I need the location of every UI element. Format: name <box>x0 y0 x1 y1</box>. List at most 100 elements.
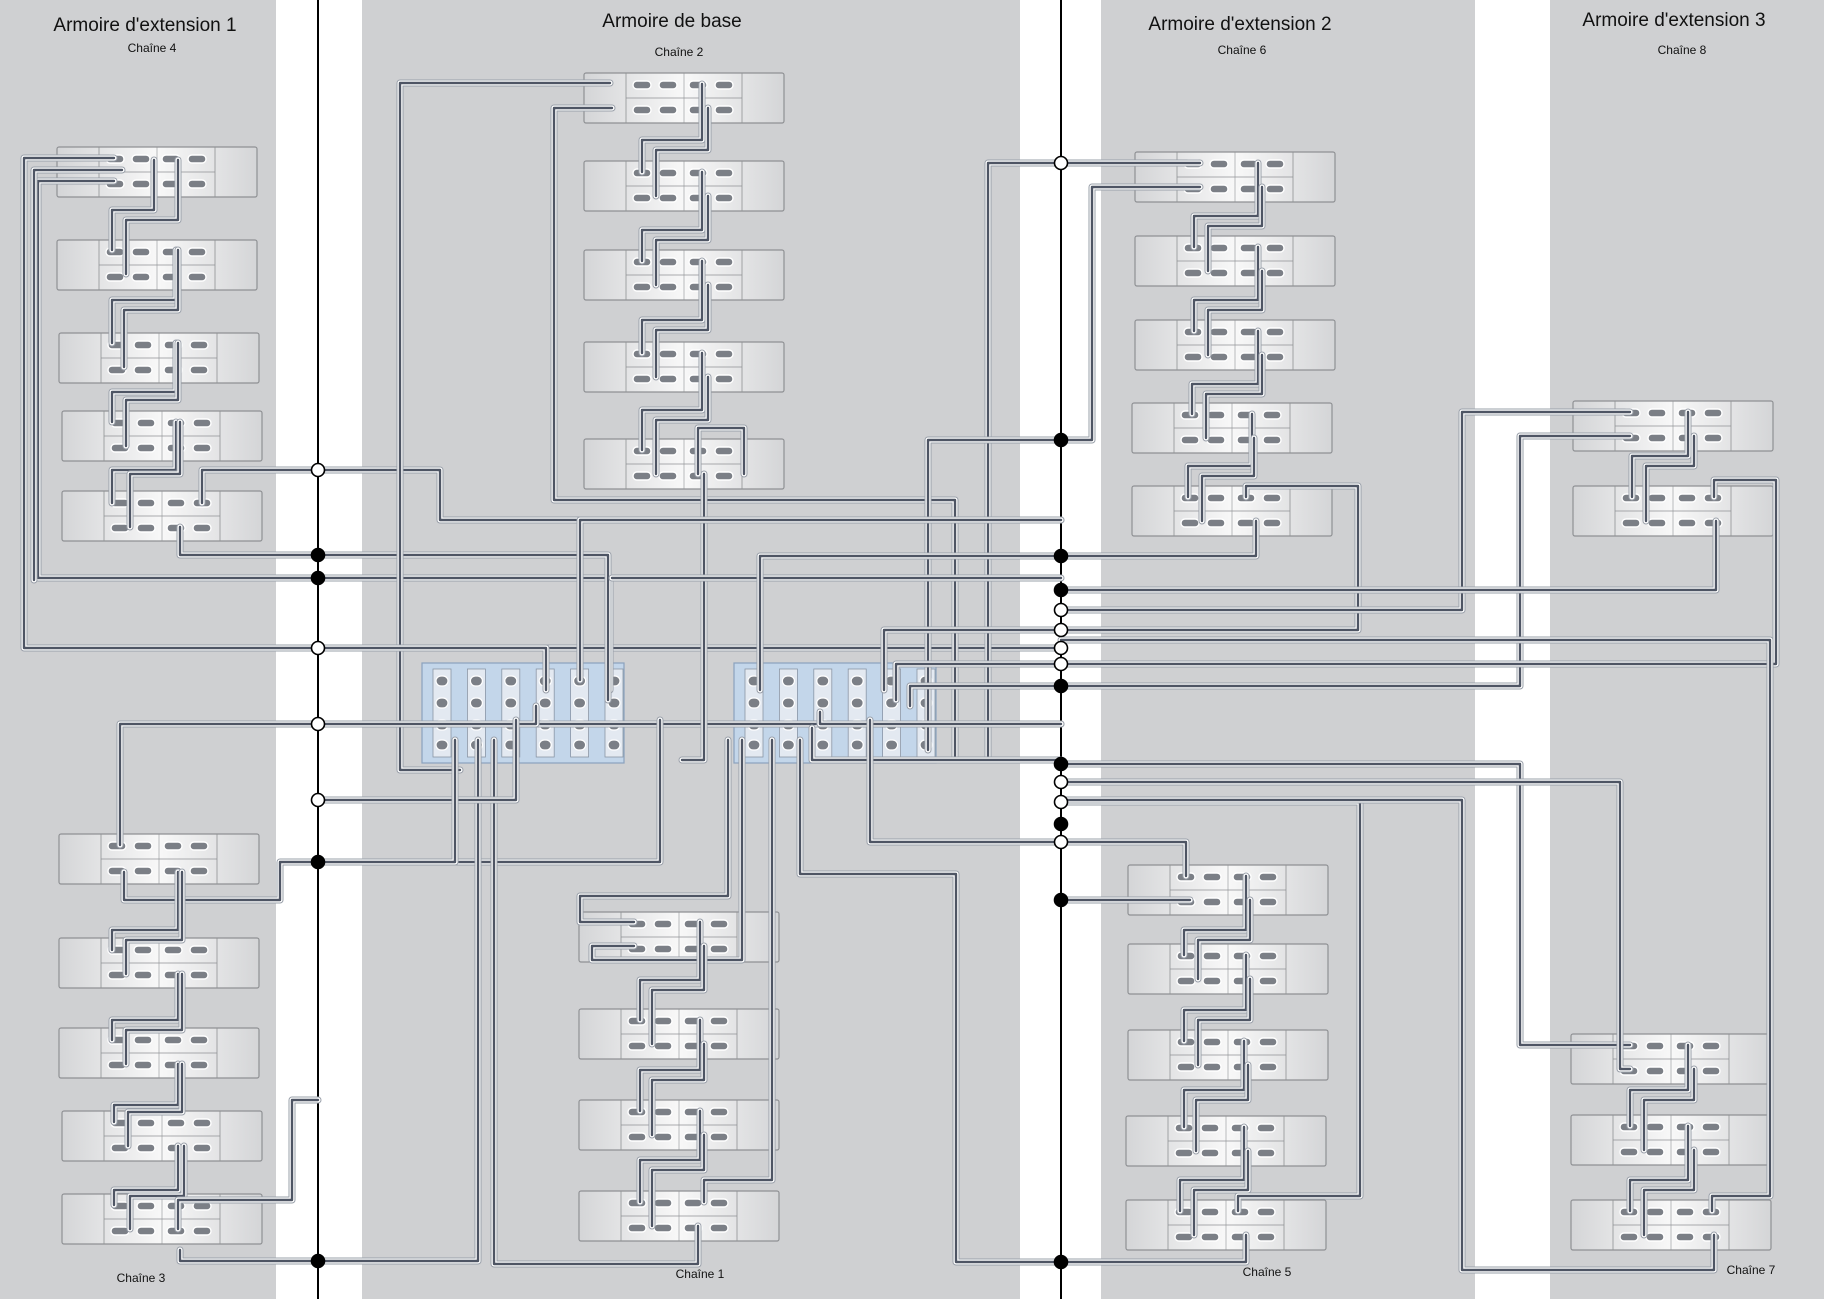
sas-port <box>1180 435 1200 445</box>
disk-shelf-3 <box>58 332 260 384</box>
cable-core <box>122 248 180 369</box>
hba-port <box>435 675 449 687</box>
sas-cable-94 <box>866 716 1065 846</box>
junction-dot-open-5 <box>310 716 326 732</box>
sas-port <box>163 945 183 955</box>
sas-port <box>1645 1122 1665 1132</box>
sas-port <box>714 282 734 292</box>
sas-port <box>192 1143 212 1153</box>
sas-port <box>1645 1207 1665 1217</box>
cabinet-panel-ext2 <box>1101 0 1475 1299</box>
sas-port <box>131 179 151 189</box>
sas-cable-82 <box>1626 1122 1692 1215</box>
sas-port <box>632 471 652 481</box>
disk-shelf-13 <box>583 249 785 301</box>
disk-shelf-34 <box>1570 1199 1772 1251</box>
cable-core <box>640 170 704 263</box>
sas-port <box>1200 1148 1220 1158</box>
disk-shelf-12 <box>583 160 785 212</box>
cable-core <box>654 283 710 379</box>
sas-port <box>1258 976 1278 986</box>
sas-cable-33 <box>652 281 712 381</box>
junction-dot-open-1 <box>310 462 326 478</box>
disk-shelf-22 <box>1134 319 1336 371</box>
junction-dot-filled-10 <box>1053 432 1069 448</box>
hba-port <box>850 739 864 751</box>
cable-core <box>654 194 710 287</box>
disk-shelf-31 <box>1572 485 1774 537</box>
sas-port <box>189 970 209 980</box>
hba-port <box>747 697 761 709</box>
sas-port <box>709 1016 729 1026</box>
sas-port <box>714 257 734 267</box>
sas-port <box>192 523 212 533</box>
cable-core <box>1059 410 1632 612</box>
sas-port <box>653 944 673 954</box>
cable-core <box>1059 478 1778 666</box>
sas-cables <box>20 79 1780 1274</box>
sas-port <box>133 866 153 876</box>
disk-shelf-26 <box>1127 943 1329 995</box>
hba-port <box>781 697 796 709</box>
sas-cable-83 <box>1640 1146 1698 1239</box>
sas-port <box>131 247 151 257</box>
hba-port <box>504 697 518 709</box>
sas-port <box>133 1060 153 1070</box>
sas-port <box>192 1118 212 1128</box>
junction-dot-filled-17 <box>1053 678 1069 694</box>
cable-core <box>124 870 184 976</box>
junction-dot-open-20 <box>1053 794 1069 810</box>
sas-cable-43 <box>648 1040 708 1139</box>
sas-port <box>1645 1147 1665 1157</box>
sas-cable-92 <box>816 708 1065 728</box>
sas-cable-95 <box>314 644 550 694</box>
disk-shelf-15 <box>583 438 785 490</box>
sas-cable-59 <box>1057 517 1260 560</box>
sas-port <box>1202 872 1222 882</box>
sas-port <box>1675 1207 1695 1217</box>
sas-port <box>1258 872 1278 882</box>
sas-cable-44 <box>636 1107 704 1206</box>
cable-core <box>1059 638 1772 1213</box>
sas-port <box>658 471 678 481</box>
cable-core <box>882 628 1063 692</box>
disk-shelf-21 <box>1134 235 1336 287</box>
cable-core <box>798 738 1248 1264</box>
sas-cable-51 <box>1204 183 1266 275</box>
cable-core <box>1182 1039 1246 1129</box>
sas-port <box>653 1198 673 1208</box>
hba-card <box>779 668 798 758</box>
sas-port <box>1174 1148 1194 1158</box>
cable-core <box>398 81 612 772</box>
sas-port <box>1645 1232 1665 1242</box>
sas-port <box>632 105 652 115</box>
sas-cable-9 <box>122 339 182 450</box>
sas-port <box>1200 1207 1220 1217</box>
sas-cable-24 <box>174 1096 322 1233</box>
sas-cable-19 <box>122 970 186 1068</box>
cable-core <box>818 710 1063 726</box>
cable-core <box>1630 410 1690 499</box>
cable-core <box>894 662 1063 702</box>
sas-port <box>709 1041 729 1051</box>
sas-port <box>1206 435 1226 445</box>
sas-port <box>1256 1148 1276 1158</box>
sas-port <box>1202 897 1222 907</box>
sas-cable-21 <box>124 1060 186 1150</box>
sas-port <box>1209 159 1229 169</box>
sas-port <box>1647 433 1667 443</box>
sas-cable-47 <box>490 736 702 1268</box>
cable-core <box>1182 874 1248 957</box>
sas-port <box>1262 435 1282 445</box>
sas-cable-58 <box>1057 482 1362 634</box>
sas-port <box>189 340 209 350</box>
sas-cable-88 <box>756 552 1065 694</box>
cable-core <box>1059 780 1632 1071</box>
sas-port <box>110 1226 130 1236</box>
cable-core <box>578 738 730 924</box>
cable-core <box>32 168 124 582</box>
cable-core <box>1059 519 1258 558</box>
sas-port <box>709 1198 729 1208</box>
sas-port <box>658 257 678 267</box>
sas-port <box>658 374 678 384</box>
